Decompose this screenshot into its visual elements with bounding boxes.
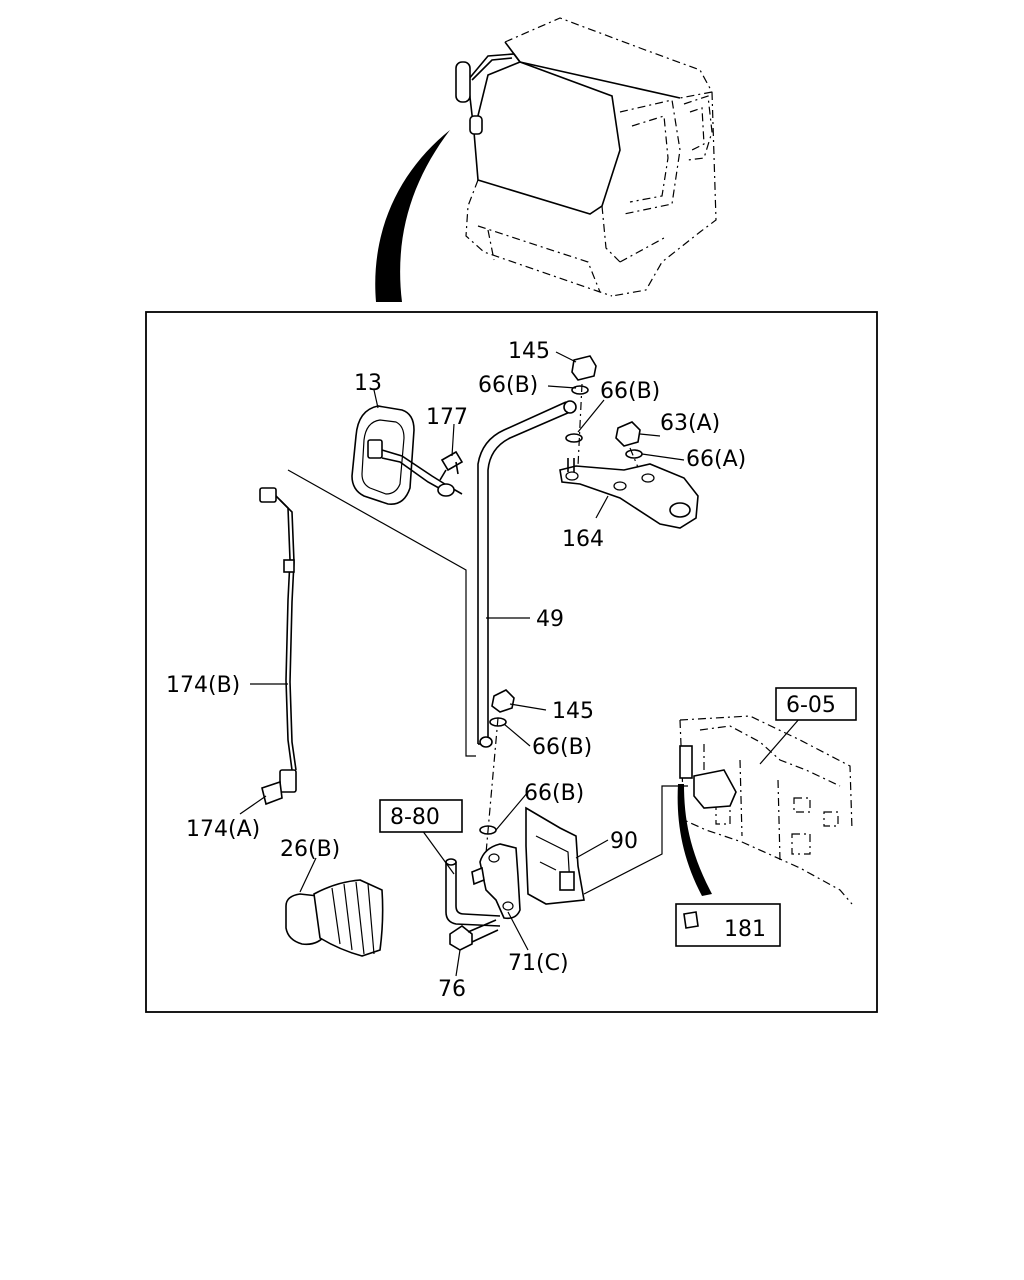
stay-pipe-part [477, 400, 577, 748]
detail-frame [145, 311, 878, 1013]
bolt-part [449, 919, 499, 951]
pointer-swoosh [677, 784, 712, 896]
ref-box-6-05 [775, 687, 857, 721]
leader-line [583, 785, 688, 895]
pipe-part [445, 862, 501, 927]
ref-6-05: 6-05 [786, 693, 836, 718]
callout-49: 49 [536, 607, 564, 632]
callout-76: 76 [438, 977, 466, 1002]
callout-71c: 71(C) [508, 951, 569, 976]
boot-part [285, 879, 384, 957]
harness-part [259, 487, 297, 806]
pointer-swoosh [375, 130, 450, 302]
install-line [287, 469, 476, 757]
nut-part [491, 689, 515, 713]
ref-181: 181 [724, 917, 766, 942]
leader-line [421, 829, 455, 875]
truck-cab-illustration [375, 17, 717, 302]
clip-part [439, 450, 464, 481]
callout-66b-2: 66(B) [600, 379, 660, 404]
callout-13: 13 [354, 371, 382, 396]
ref-8-80: 8-80 [390, 805, 440, 830]
callout-145-mid: 145 [552, 699, 594, 724]
nut-part [571, 355, 597, 381]
callout-164: 164 [562, 527, 604, 552]
bracket-part [525, 806, 585, 905]
bracket-part [471, 843, 521, 920]
callout-63a: 63(A) [660, 411, 720, 436]
callout-174b: 174(B) [166, 673, 240, 698]
washer-part [565, 433, 583, 443]
callout-66b-3: 66(B) [532, 735, 592, 760]
callout-145-top: 145 [508, 339, 550, 364]
axis-line [577, 383, 583, 467]
ref-box-8-80 [379, 799, 463, 833]
bracket-part [559, 458, 699, 529]
washer-part [625, 449, 643, 459]
pipe-part [455, 862, 501, 917]
firewall-panel [679, 715, 853, 905]
washer-part [571, 385, 589, 395]
callout-66a: 66(A) [686, 447, 746, 472]
axis-line [483, 717, 499, 877]
callout-66b-4: 66(B) [524, 781, 584, 806]
nut-part [615, 421, 641, 447]
callout-90: 90 [610, 829, 638, 854]
leader-lines [239, 351, 801, 977]
callout-26b: 26(B) [280, 837, 340, 862]
grommet-icon [683, 911, 699, 929]
callout-177: 177 [426, 405, 468, 430]
mirror-part [351, 405, 463, 505]
callout-174a: 174(A) [186, 817, 260, 842]
callout-66b-1: 66(B) [478, 373, 538, 398]
